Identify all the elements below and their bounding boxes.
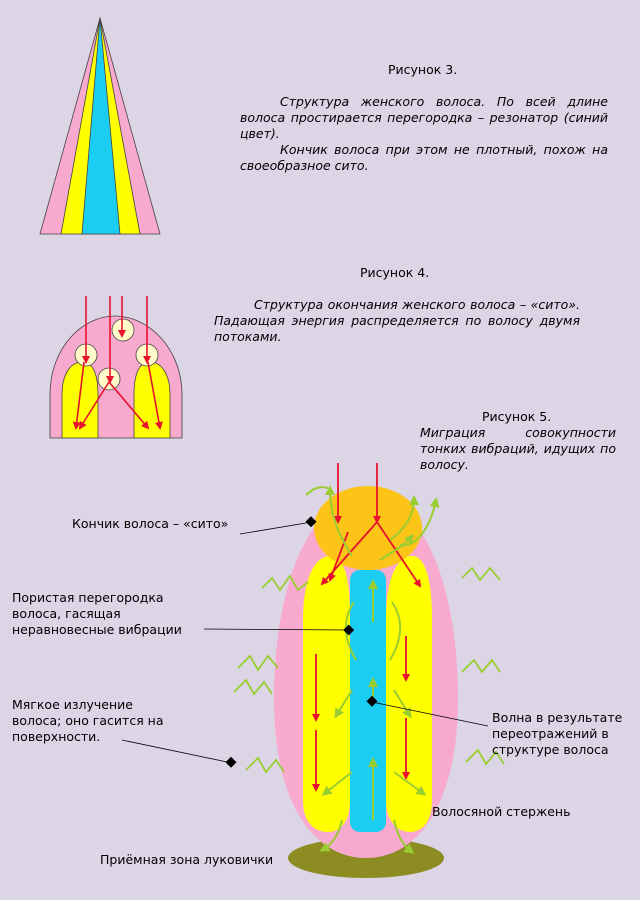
figure-4-caption: Рисунок 4. [360,265,430,280]
label-hair-shaft: Волосяной стержень [432,804,571,819]
figure-5-hair [121,463,505,878]
figure-5-caption: Рисунок 5. [482,409,552,424]
cone-blue-septum [81,17,121,235]
figure-4-paragraph-1: Структура окончания женского волоса – «с… [214,297,580,344]
sieve-right-yellow [133,361,171,439]
soft-emission-zigzags [233,566,505,774]
sieve-pore [97,367,121,391]
sieve-pore [111,318,135,342]
hair-cone [39,16,161,235]
label-soft-emission: Мягкое излучение волоса; оно гасится на … [12,697,164,744]
energy-arrows [72,296,163,430]
label-porous-septum: Пористая перегородка волоса, гасящая нер… [12,590,182,637]
figure-3-description: Структура женского волоса. По всей длине… [240,94,608,174]
label-tip-sieve: Кончик волоса – «сито» [72,516,229,531]
right-yellow-column [386,556,432,832]
figure-3-caption: Рисунок 3. [388,62,458,77]
label-bulb-zone: Приёмная зона луковички [100,852,274,867]
figure-5-description: Миграция совокупности тонких вибраций, и… [420,425,616,473]
figure-3-paragraph-1: Структура женского волоса. По всей длине… [240,94,608,141]
figure-4-description: Структура окончания женского волоса – «с… [214,297,580,345]
label-wave: Волна в результате переотражений в струк… [492,710,623,757]
figure-3-paragraph-2: Кончик волоса при этом не плотный, похож… [240,142,608,173]
figure-5-paragraph-1: Миграция совокупности тонких вибраций, и… [420,425,616,472]
left-yellow-column [303,556,350,832]
figure-4-sieve [49,296,183,439]
